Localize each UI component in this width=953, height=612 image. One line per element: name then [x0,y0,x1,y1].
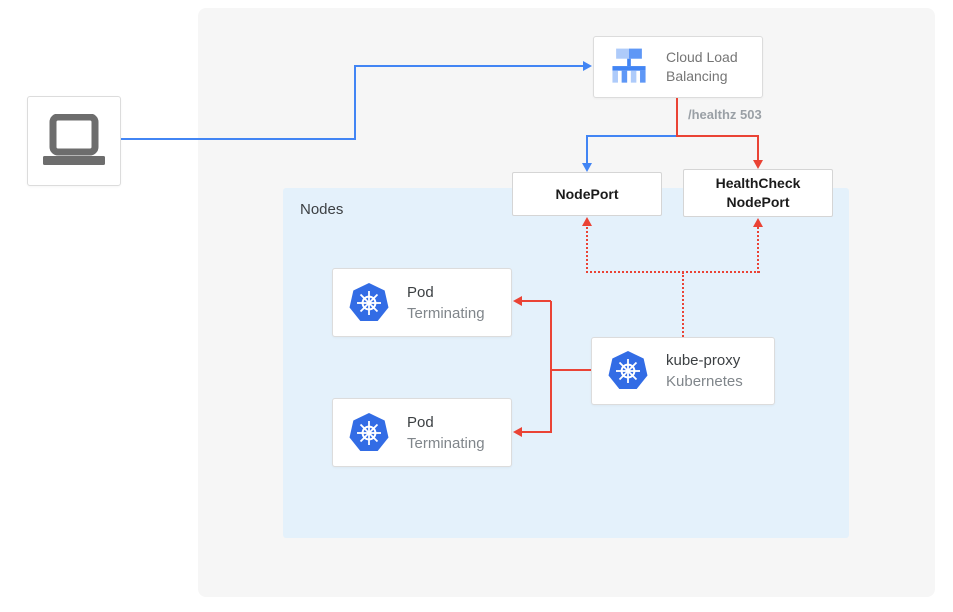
pod-title: Pod [407,413,434,431]
kubernetes-icon [608,351,648,389]
lb-to-healthcheck-branch-line [676,135,759,137]
pods-branch-vertical-line [550,301,552,433]
pod-status: Terminating [407,434,485,452]
arrowhead-into-pod2 [513,427,522,437]
pod-terminating-node-1: Pod Terminating [332,268,512,337]
dotted-arrowhead-into-healthcheck-nodeport [753,218,763,227]
cloud-load-balancing-label: Cloud Load Balancing [666,49,738,84]
lb-to-nodeport-branch-line [586,135,678,137]
arrowhead-into-nodeport [582,163,592,172]
pod-status: Terminating [407,304,485,322]
pod-text: Pod Terminating [407,282,485,324]
nodes-group-label: Nodes [300,201,344,218]
kube-proxy-text: kube-proxy Kubernetes [666,350,743,392]
pod-terminating-node-2: Pod Terminating [332,398,512,467]
kubeproxy-dotted-to-nodeport-line [586,227,588,273]
client-to-lb-line-vertical [354,65,356,140]
lb-to-nodeport-drop-line [586,135,588,163]
cloud-load-balancing-icon [612,48,646,83]
pod-text: Pod Terminating [407,412,485,454]
cloud-load-balancing-node: Cloud Load Balancing [593,36,763,98]
arrowhead-into-load-balancer [583,61,592,71]
arrowhead-into-healthcheck-nodeport [753,160,763,169]
kubeproxy-to-pods-line [551,369,591,371]
healthcheck-nodeport-node: HealthCheck NodePort [683,169,833,217]
lb-healthcheck-stem-line [676,98,678,137]
kube-proxy-node: kube-proxy Kubernetes [591,337,775,405]
nodeport-node: NodePort [512,172,662,216]
branch-to-pod1-line [522,300,551,302]
pod-title: Pod [407,283,434,301]
kubeproxy-dotted-to-healthcheck-line [757,227,759,273]
lb-to-healthcheck-drop-line [757,135,759,161]
kube-proxy-subtitle: Kubernetes [666,373,743,390]
kubernetes-icon [349,412,389,451]
kubeproxy-dotted-stem-line [682,272,684,337]
dotted-arrowhead-into-nodeport [582,217,592,226]
healthz-503-label: /healthz 503 [688,107,762,122]
kubeproxy-dotted-horizontal-line [586,271,760,273]
kube-proxy-title: kube-proxy [666,352,741,369]
client-node [27,96,121,186]
client-to-lb-line-horizontal [121,138,355,140]
laptop-icon [43,114,105,165]
branch-to-pod2-line [522,431,551,433]
client-to-lb-line-top [354,65,583,67]
kubernetes-icon [349,282,389,321]
arrowhead-into-pod1 [513,296,522,306]
